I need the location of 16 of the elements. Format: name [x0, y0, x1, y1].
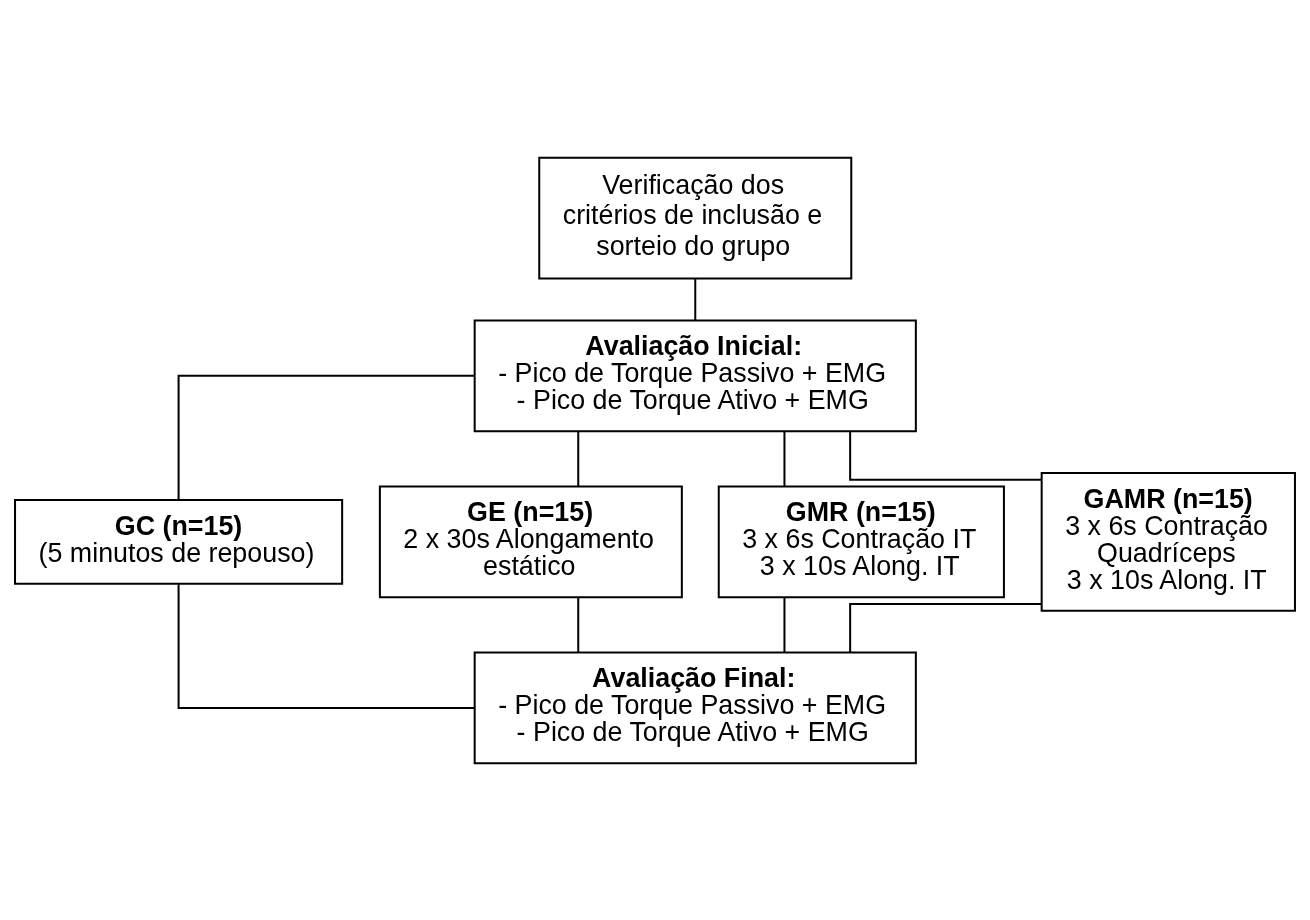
connector — [577, 431, 580, 486]
connector — [577, 597, 580, 652]
connector — [177, 374, 475, 499]
node-box: GAMR (n=15) 3 x 6s Contração Quadríceps 3 x 10s Along. IT — [1040, 471, 1296, 612]
node-box: Avaliação Final: - Pico de Torque Passivo + EMG - Pico de Torque Ativo + EMG — [473, 651, 917, 764]
connector — [783, 431, 786, 486]
node-box: Avaliação Inicial: - Pico de Torque Passivo + EMG - Pico de Torque Ativo + EMG — [473, 318, 917, 432]
connector — [849, 430, 1042, 481]
node-box: Verificação dos critérios de inclusão e sorteio do grupo — [538, 156, 853, 279]
node-box: GE (n=15) 2 x 30s Alongamento estático — [378, 485, 683, 598]
connector — [177, 583, 475, 709]
node-box: GC (n=15) (5 minutos de repouso) — [14, 498, 344, 585]
connector — [849, 602, 1042, 652]
connector — [783, 597, 786, 652]
connector — [694, 278, 697, 320]
node-box: GMR (n=15) 3 x 6s Contração IT 3 x 10s Along. IT — [717, 485, 1005, 598]
